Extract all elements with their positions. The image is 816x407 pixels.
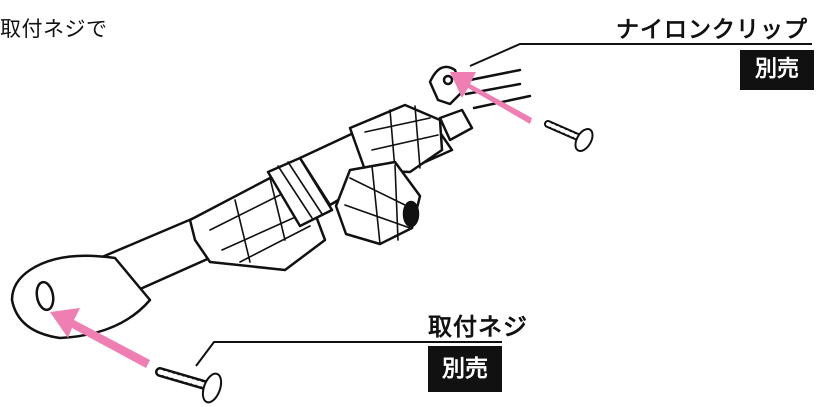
leader-screw	[195, 341, 502, 367]
eyelet-hole	[35, 280, 55, 312]
leader-clip	[469, 43, 812, 67]
nylon-clip-label: ナイロンクリップ	[616, 17, 808, 43]
sold-separately-badge-screw: 別売	[428, 346, 502, 392]
screw-bottom	[155, 367, 223, 404]
sold-separately-badge-clip: 別売	[740, 50, 814, 90]
mount-eyelet	[10, 254, 152, 340]
arrow-bottom	[50, 308, 150, 368]
arrow-top	[450, 72, 532, 124]
screw-top	[544, 120, 594, 152]
mount-screw-label: 取付ネジ	[428, 313, 528, 341]
caption-top: 取付ネジで	[0, 17, 108, 41]
